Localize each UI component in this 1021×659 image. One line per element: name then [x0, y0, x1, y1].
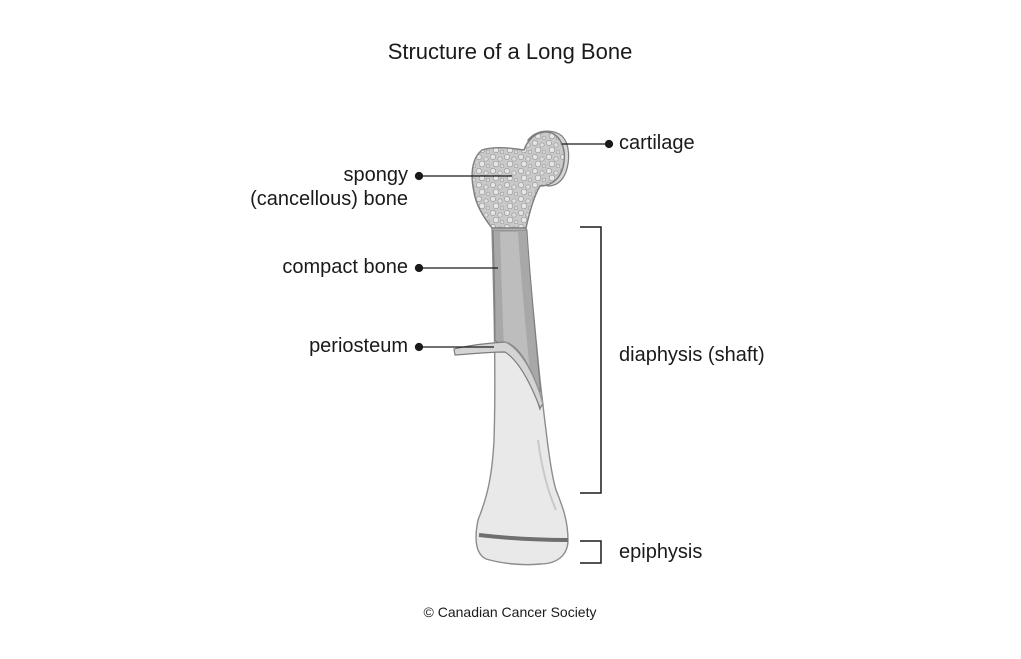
periosteum-dot	[414, 342, 424, 352]
medullary-strip	[500, 232, 530, 372]
diagram-title: Structure of a Long Bone	[388, 39, 633, 64]
cartilage-dot	[604, 139, 614, 149]
leader-lines	[414, 139, 614, 352]
periosteum-flap	[453, 341, 544, 410]
cartilage-label: cartilage	[619, 132, 695, 154]
spongy-bone-head	[471, 131, 566, 229]
shaft-shading	[537, 439, 557, 511]
compact-dot	[414, 263, 424, 273]
epiphysis-bracket	[580, 540, 602, 564]
spongy-label-line2: (cancellous) bone	[250, 188, 408, 210]
diaphysis-label: diaphysis (shaft)	[619, 344, 765, 366]
epiphysis-label: epiphysis	[619, 541, 702, 563]
epiphyseal-line	[478, 533, 569, 542]
spongy-dot	[414, 171, 424, 181]
long-bone	[453, 130, 570, 566]
diaphysis-bracket	[580, 226, 602, 494]
compact-bone-label: compact bone	[282, 256, 408, 278]
copyright-credit: © Canadian Cancer Society	[424, 604, 597, 620]
periosteum-edge	[504, 341, 544, 405]
spongy-label-line1: spongy	[344, 164, 409, 186]
periosteum-label: periosteum	[309, 335, 408, 357]
